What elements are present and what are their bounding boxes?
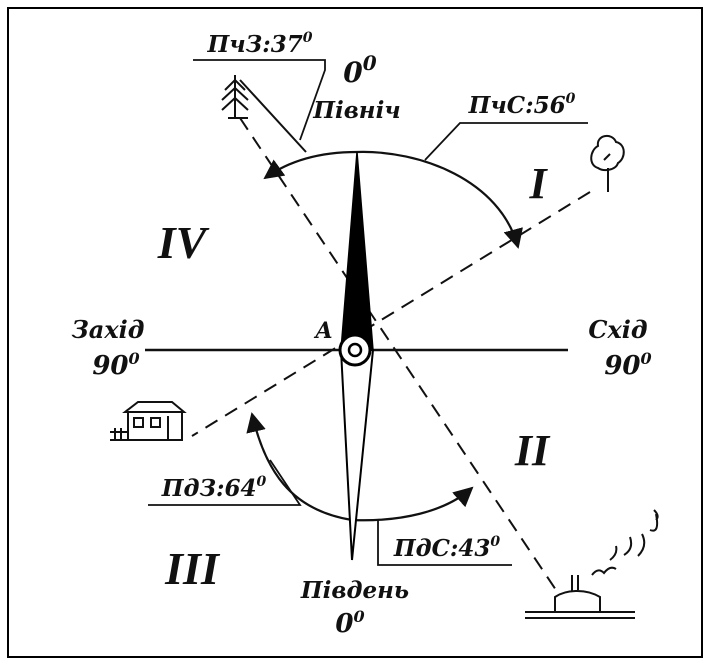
bearing-pchc-label: ПчС:560: [468, 91, 576, 119]
south-needle: [341, 350, 373, 560]
house-icon: [110, 402, 184, 440]
quadrant-iii: III: [164, 543, 221, 594]
arc-pdc: [352, 488, 472, 520]
nw-se-bearing-line: [240, 118, 556, 590]
north-needle: [341, 152, 373, 350]
bearing-pchz-label: ПчЗ:370: [206, 30, 312, 58]
pchc-leader: [425, 123, 588, 160]
south-angle: 00: [335, 607, 364, 639]
bearing-pdz-label: ПдЗ:640: [161, 474, 267, 502]
factory-icon: [525, 510, 658, 618]
north-angle: 00: [343, 51, 376, 89]
pine-tree-icon: [222, 75, 248, 118]
north-label: Північ: [312, 97, 401, 124]
arc-pchc: [357, 152, 518, 247]
deciduous-tree-icon: [591, 136, 624, 192]
quadrant-ii: II: [514, 426, 551, 475]
west-label: Захід: [72, 315, 145, 344]
west-angle: 900: [92, 349, 139, 381]
quadrant-iv: IV: [157, 217, 210, 268]
quadrant-i: I: [528, 159, 548, 208]
east-label: Схід: [588, 315, 647, 344]
bearing-pdc-label: ПдС:430: [393, 534, 501, 562]
arc-pchz: [265, 152, 357, 178]
nw-bearing-solid: [240, 80, 306, 152]
south-label: Південь: [300, 577, 409, 604]
point-a-label: A: [313, 318, 332, 344]
compass-pivot-inner: [349, 344, 361, 356]
east-angle: 900: [604, 349, 651, 381]
ne-sw-bearing-line: [192, 192, 590, 436]
